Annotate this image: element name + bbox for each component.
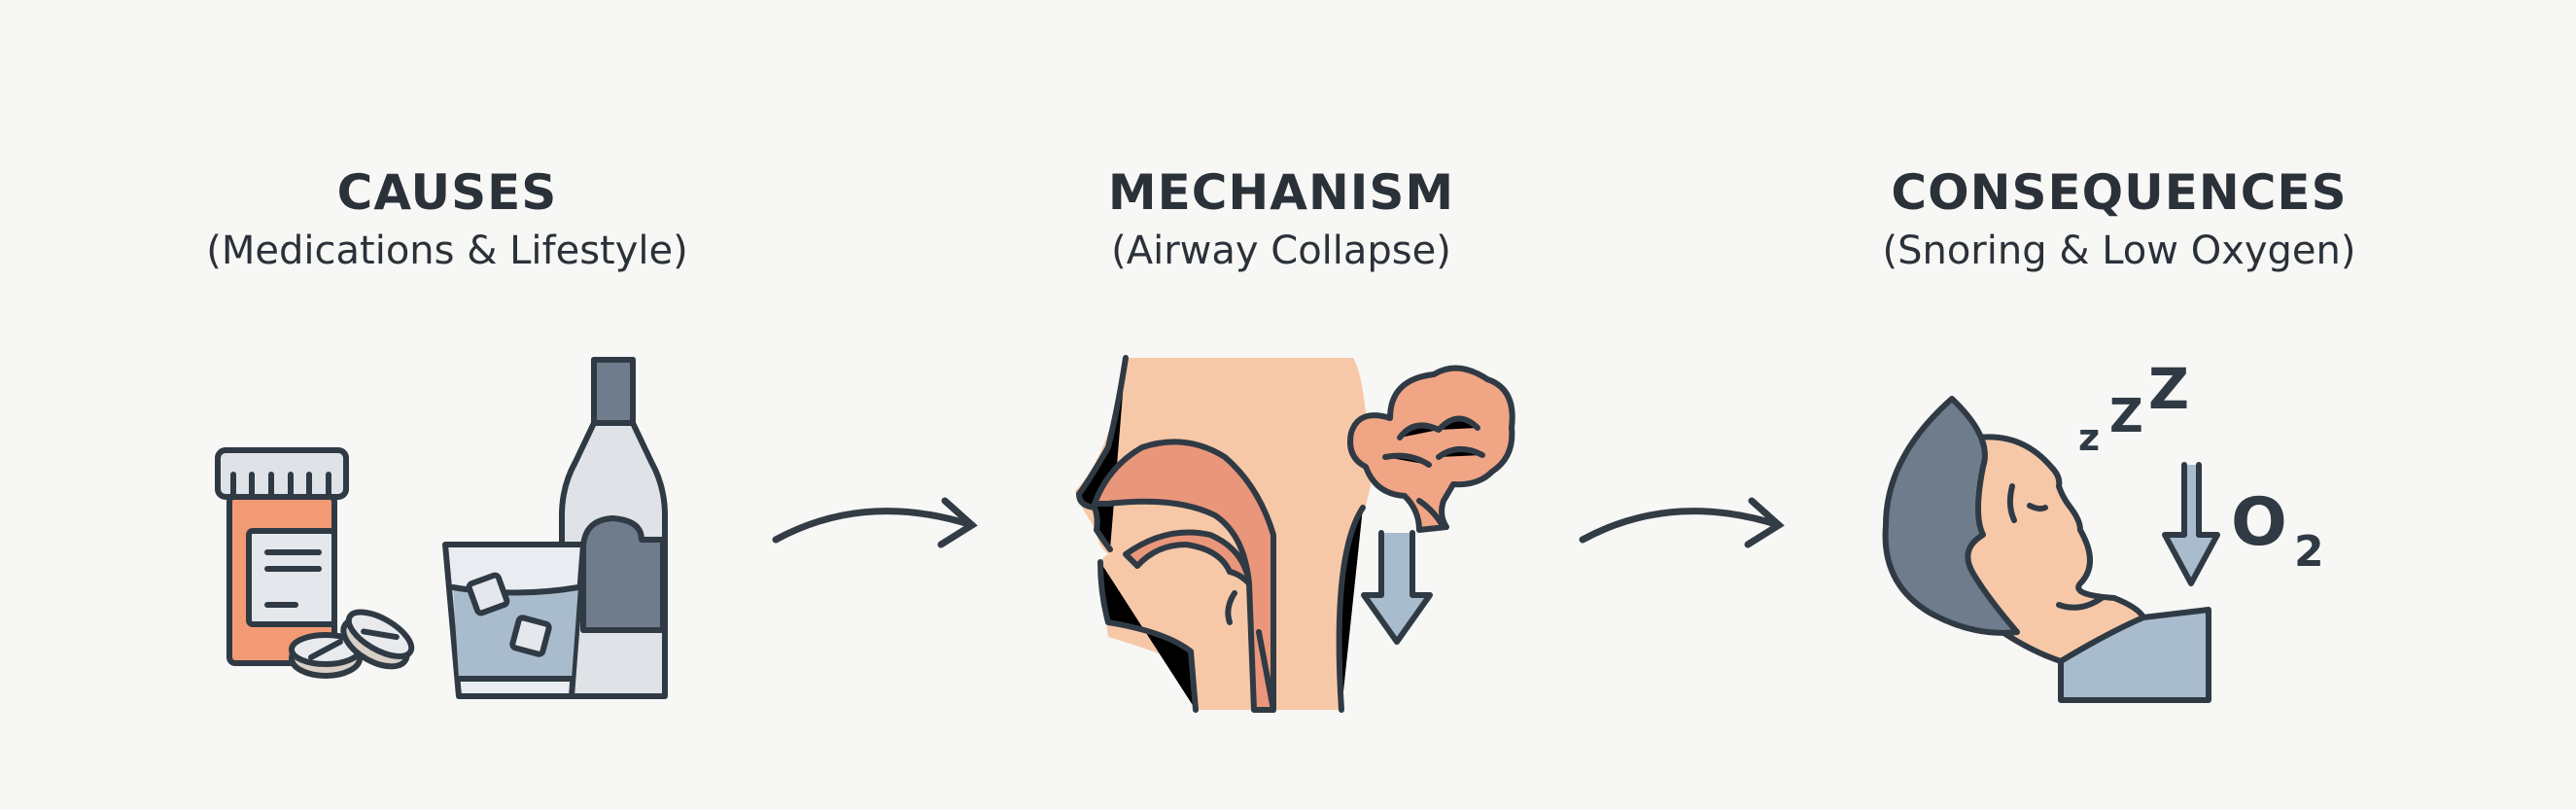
oxygen-icon: O 2 (2231, 484, 2324, 577)
head-cross-section-icon (1075, 355, 1371, 713)
mechanism-illustration (1050, 340, 1516, 713)
pill-bottle-icon (215, 447, 349, 666)
stage-subtitle: (Medications & Lifestyle) (206, 229, 688, 273)
down-arrow-icon (2162, 462, 2220, 586)
brain-icon (1347, 365, 1515, 533)
oxygen-symbol: O (2231, 484, 2287, 561)
sleeping-person-icon (1882, 396, 2211, 703)
stage-subtitle: (Airway Collapse) (1111, 229, 1451, 273)
liquor-bottle-icon (559, 357, 668, 699)
zzz-medium: Z (2109, 389, 2143, 443)
zzz-icon: z Z Z (2078, 356, 2189, 459)
stage-causes-heading: CAUSES (Medications & Lifestyle) (107, 163, 787, 280)
stage-subtitle: (Snoring & Low Oxygen) (1882, 229, 2356, 273)
stage-consequences-heading: CONSEQUENCES (Snoring & Low Oxygen) (1779, 163, 2459, 280)
stage-title: MECHANISM (1107, 164, 1455, 221)
arrow-right-icon (1575, 486, 1789, 564)
zzz-small: z (2078, 416, 2100, 459)
oxygen-subscript: 2 (2294, 527, 2324, 577)
arrow-right-icon (768, 486, 982, 564)
stage-title: CAUSES (336, 164, 558, 221)
consequences-illustration: z Z Z O 2 (1847, 340, 2430, 710)
stage-mechanism-heading: MECHANISM (Airway Collapse) (941, 163, 1621, 280)
down-arrow-icon (1361, 530, 1433, 645)
zzz-large: Z (2148, 356, 2189, 422)
whiskey-glass-icon (442, 542, 586, 699)
stage-title: CONSEQUENCES (1891, 164, 2348, 221)
causes-illustration (194, 340, 700, 700)
pills-icon (289, 609, 415, 679)
